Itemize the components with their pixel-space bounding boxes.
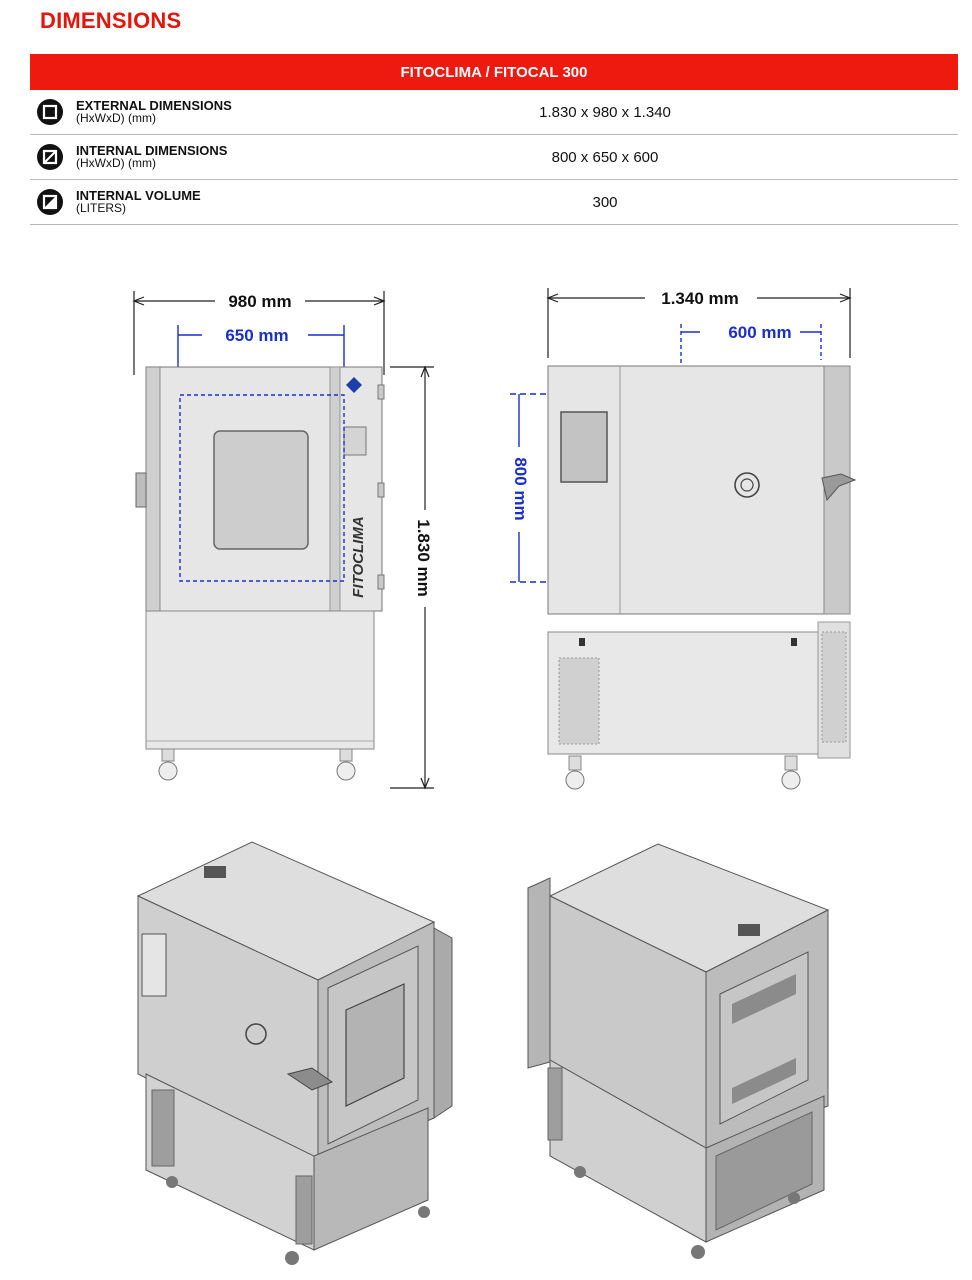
- table-row: INTERNAL VOLUME (LITERS) 300: [30, 180, 958, 225]
- row-label: INTERNAL DIMENSIONS: [76, 143, 228, 158]
- side-height-internal-label: 800 mm: [511, 457, 530, 520]
- front-brand-label: FITOCLIMA: [350, 516, 367, 597]
- table-row: INTERNAL DIMENSIONS (HxWxD) (mm) 800 x 6…: [30, 135, 958, 180]
- table-header: FITOCLIMA / FITOCAL 300: [30, 54, 958, 90]
- side-view-drawing: 1.340 mm 600 mm 800 mm: [510, 288, 857, 790]
- front-width-internal-label: 650 mm: [225, 326, 288, 345]
- row-label: EXTERNAL DIMENSIONS: [76, 98, 232, 113]
- side-cabinet: [547, 365, 857, 790]
- row-sublabel: (HxWxD) (mm): [76, 156, 156, 170]
- front-view-drawing: 980 mm 1.830 mm 650 mm FITOCLIMA: [132, 291, 434, 790]
- front-cabinet: [135, 366, 385, 781]
- side-depth-internal-label: 600 mm: [728, 323, 791, 342]
- front-width-external-label: 980 mm: [228, 292, 291, 311]
- volume-box-icon: [37, 189, 63, 215]
- row-sublabel: (HxWxD) (mm): [76, 111, 156, 125]
- row-sublabel: (LITERS): [76, 201, 127, 215]
- table-row: EXTERNAL DIMENSIONS (HxWxD) (mm) 1.830 x…: [30, 90, 958, 135]
- side-dimension-lines: [546, 288, 852, 358]
- side-depth-external-label: 1.340 mm: [661, 289, 739, 308]
- row-value: 800 x 650 x 600: [551, 148, 659, 166]
- row-value: 300: [592, 193, 618, 211]
- isometric-view-rear: [527, 843, 830, 1259]
- front-dimension-lines: [132, 291, 434, 790]
- section-title: DIMENSIONS: [40, 8, 182, 33]
- dimensions-table: FITOCLIMA / FITOCAL 300 EXTERNAL DIMENSI…: [30, 54, 958, 225]
- isometric-view-front: [136, 841, 453, 1265]
- row-label: INTERNAL VOLUME: [76, 188, 201, 203]
- external-box-icon: [37, 99, 63, 125]
- row-value: 1.830 x 980 x 1.340: [539, 103, 671, 121]
- front-height-external-label: 1.830 mm: [414, 519, 433, 597]
- internal-box-icon: [37, 144, 63, 170]
